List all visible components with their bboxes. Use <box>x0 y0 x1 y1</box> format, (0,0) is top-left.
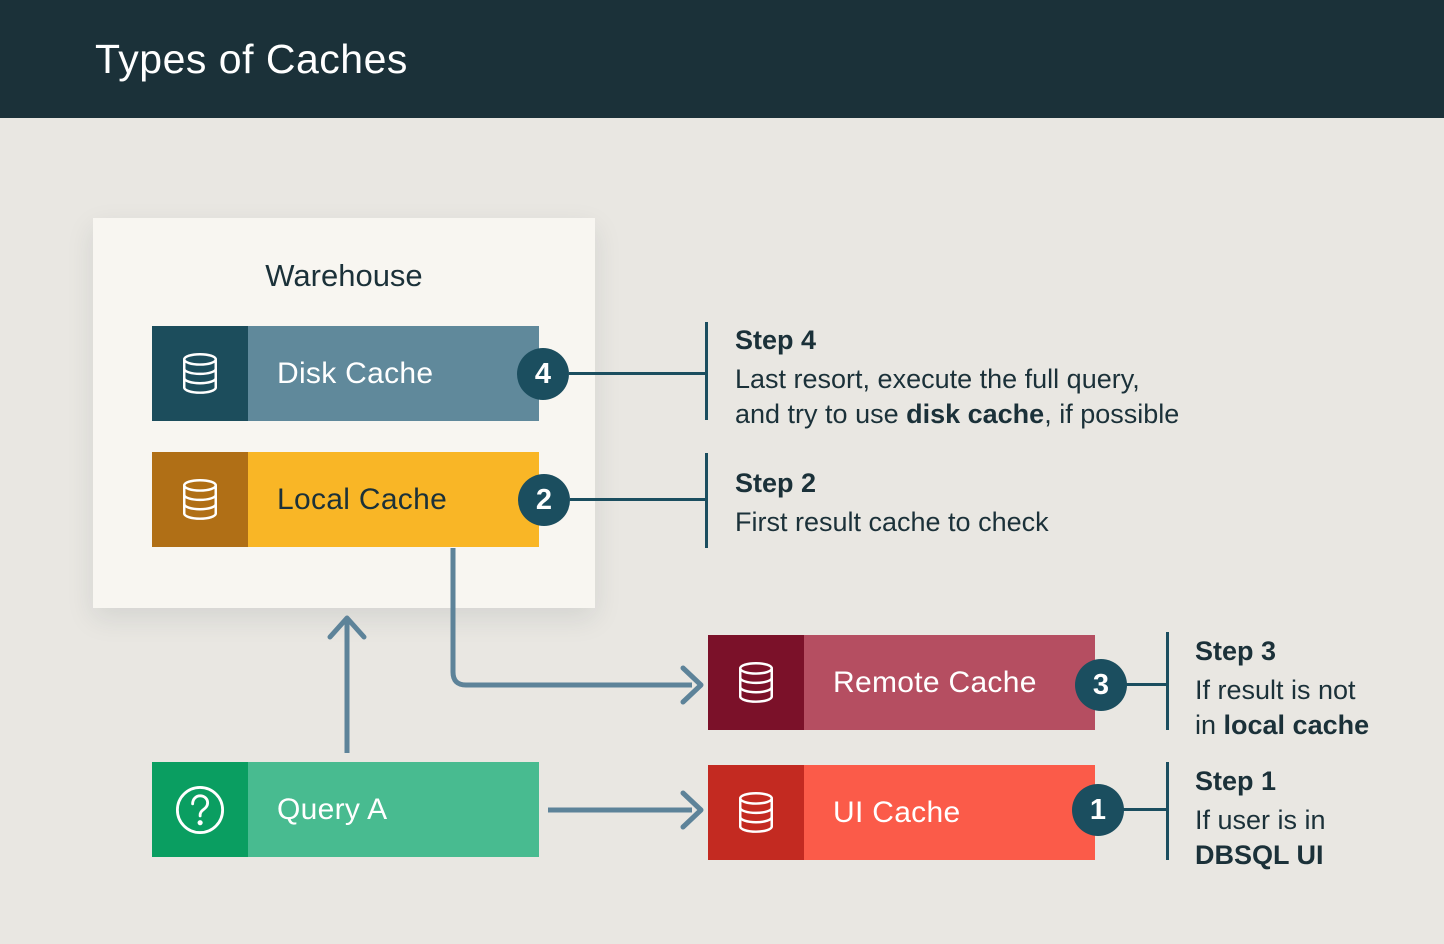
step-3-title: Step 3 <box>1195 636 1277 666</box>
database-icon <box>152 326 248 421</box>
arrow-query-to-ui <box>548 790 704 830</box>
rule-step-2 <box>705 453 708 548</box>
step-3-line-2: in local cache <box>1195 710 1370 740</box>
remote-cache-node: Remote Cache <box>708 635 1095 730</box>
rule-step-1 <box>1166 762 1169 860</box>
disk-cache-bar: Disk Cache <box>248 326 539 421</box>
rule-step-3 <box>1166 632 1169 730</box>
local-cache-node: Local Cache <box>152 452 539 547</box>
ui-cache-bar: UI Cache <box>804 765 1095 860</box>
step-4-line-1: Last resort, execute the full query, <box>735 364 1140 394</box>
step-2-badge: 2 <box>518 474 570 526</box>
connector-step-1 <box>1123 808 1167 811</box>
step-4-badge: 4 <box>517 348 569 400</box>
query-a-label: Query A <box>277 792 388 826</box>
query-a-node: Query A <box>152 762 539 857</box>
step-1-title: Step 1 <box>1195 766 1277 796</box>
database-icon <box>708 765 804 860</box>
remote-cache-label: Remote Cache <box>833 665 1037 699</box>
step-4-line-2: and try to use disk cache, if possible <box>735 399 1180 429</box>
step-3-note: Step 3 If result is not in local cache <box>1195 634 1369 743</box>
step-3-badge: 3 <box>1075 659 1127 711</box>
step-2-note: Step 2 First result cache to check <box>735 466 1049 540</box>
ui-cache-node: UI Cache <box>708 765 1095 860</box>
rule-step-4 <box>705 322 708 420</box>
query-a-bar: Query A <box>248 762 539 857</box>
arrow-query-to-warehouse <box>327 615 367 753</box>
local-cache-label: Local Cache <box>277 482 448 516</box>
local-cache-bar: Local Cache <box>248 452 539 547</box>
step-1-badge: 1 <box>1072 784 1124 836</box>
database-icon <box>708 635 804 730</box>
disk-cache-node: Disk Cache <box>152 326 539 421</box>
page-title: Types of Caches <box>95 35 408 82</box>
step-1-line-2: DBSQL UI <box>1195 840 1324 870</box>
connector-step-3 <box>1126 683 1167 686</box>
connector-step-4 <box>569 372 706 375</box>
step-1-line-1: If user is in <box>1195 805 1326 835</box>
remote-cache-bar: Remote Cache <box>804 635 1095 730</box>
header-bar: Types of Caches <box>0 0 1444 118</box>
database-icon <box>152 452 248 547</box>
connector-step-2 <box>570 498 706 501</box>
disk-cache-label: Disk Cache <box>277 356 434 390</box>
step-2-title: Step 2 <box>735 468 817 498</box>
step-4-note: Step 4 Last resort, execute the full que… <box>735 323 1179 432</box>
step-1-note: Step 1 If user is in DBSQL UI <box>1195 764 1326 873</box>
ui-cache-label: UI Cache <box>833 795 961 829</box>
step-2-line-1: First result cache to check <box>735 507 1049 537</box>
step-4-title: Step 4 <box>735 325 817 355</box>
question-icon <box>152 762 248 857</box>
warehouse-title: Warehouse <box>265 258 423 293</box>
step-3-line-1: If result is not <box>1195 675 1356 705</box>
